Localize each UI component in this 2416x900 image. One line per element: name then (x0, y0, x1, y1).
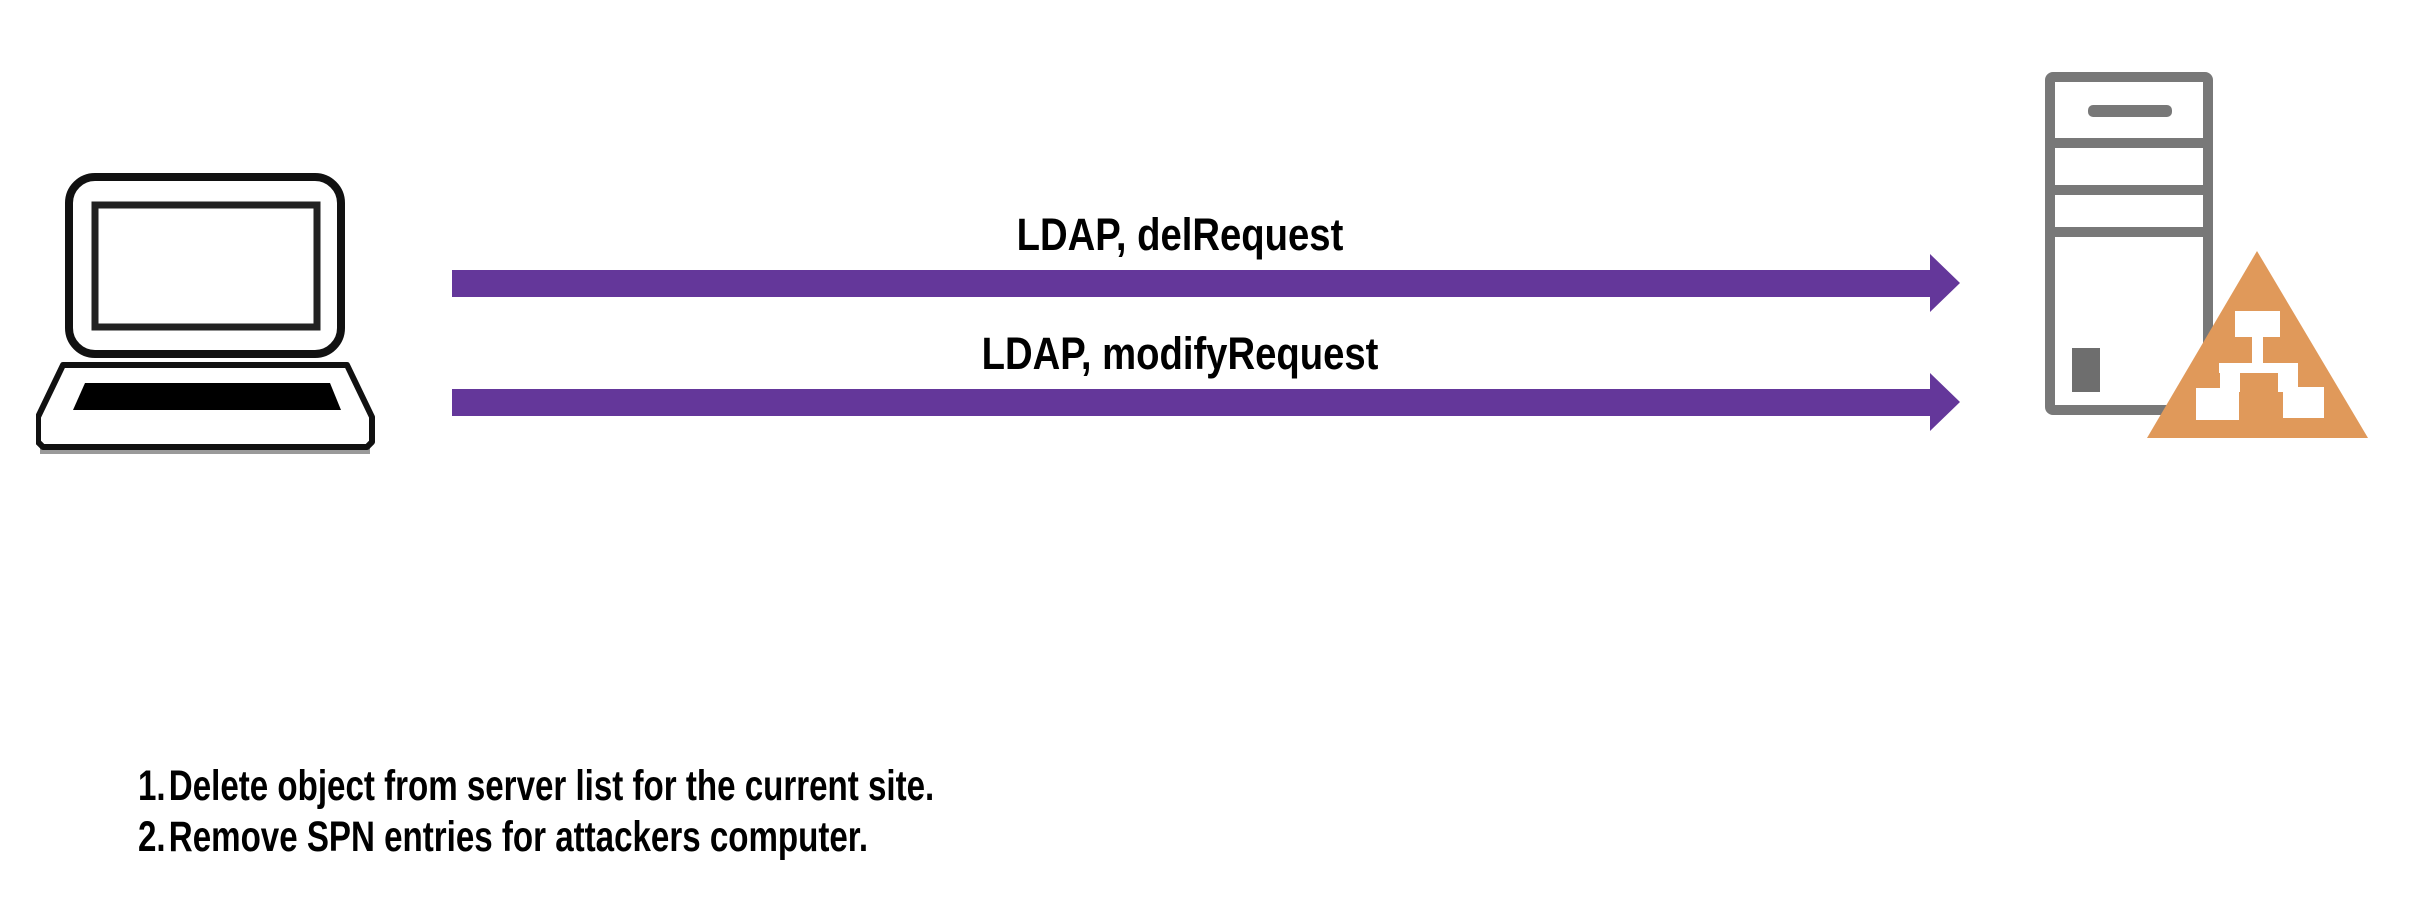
orgchart-left-leg (2220, 372, 2240, 392)
server-tower-icon (2045, 72, 2213, 415)
server-tower-body (2045, 72, 2213, 415)
orgchart-stem (2252, 335, 2263, 365)
arrow-label-modifyrequest: LDAP, modifyRequest (981, 328, 1379, 379)
ldap-modifyrequest-arrow-bar (452, 389, 1930, 416)
orgchart-crossbar (2219, 363, 2298, 373)
ldap-modifyrequest-arrow-head (1930, 373, 1960, 431)
active-directory-site-triangle-icon (2147, 251, 2368, 438)
ldap-delrequest-arrow-bar (452, 270, 1930, 297)
orgchart-right-node (2283, 387, 2324, 418)
laptop-screen (91, 201, 321, 331)
note-number: 1. (138, 762, 166, 810)
ldap-delrequest-arrow-head (1930, 254, 1960, 312)
server-tower-button (2072, 348, 2100, 392)
laptop-keyboard (73, 383, 341, 410)
note-text: Delete object from server list for the c… (168, 762, 935, 810)
arrow-label-delrequest: LDAP, delRequest (1016, 209, 1344, 260)
notes-list: 1. Delete object from server list for th… (138, 761, 934, 863)
orgchart-left-node (2196, 388, 2239, 420)
note-item: 2. Remove SPN entries for attackers comp… (138, 812, 934, 863)
server-tower-slot (2088, 105, 2172, 117)
note-number: 2. (138, 813, 166, 861)
note-item: 1. Delete object from server list for th… (138, 761, 934, 812)
orgchart-top-node (2235, 311, 2280, 337)
note-text: Remove SPN entries for attackers compute… (168, 813, 869, 861)
laptop-icon (36, 173, 375, 454)
